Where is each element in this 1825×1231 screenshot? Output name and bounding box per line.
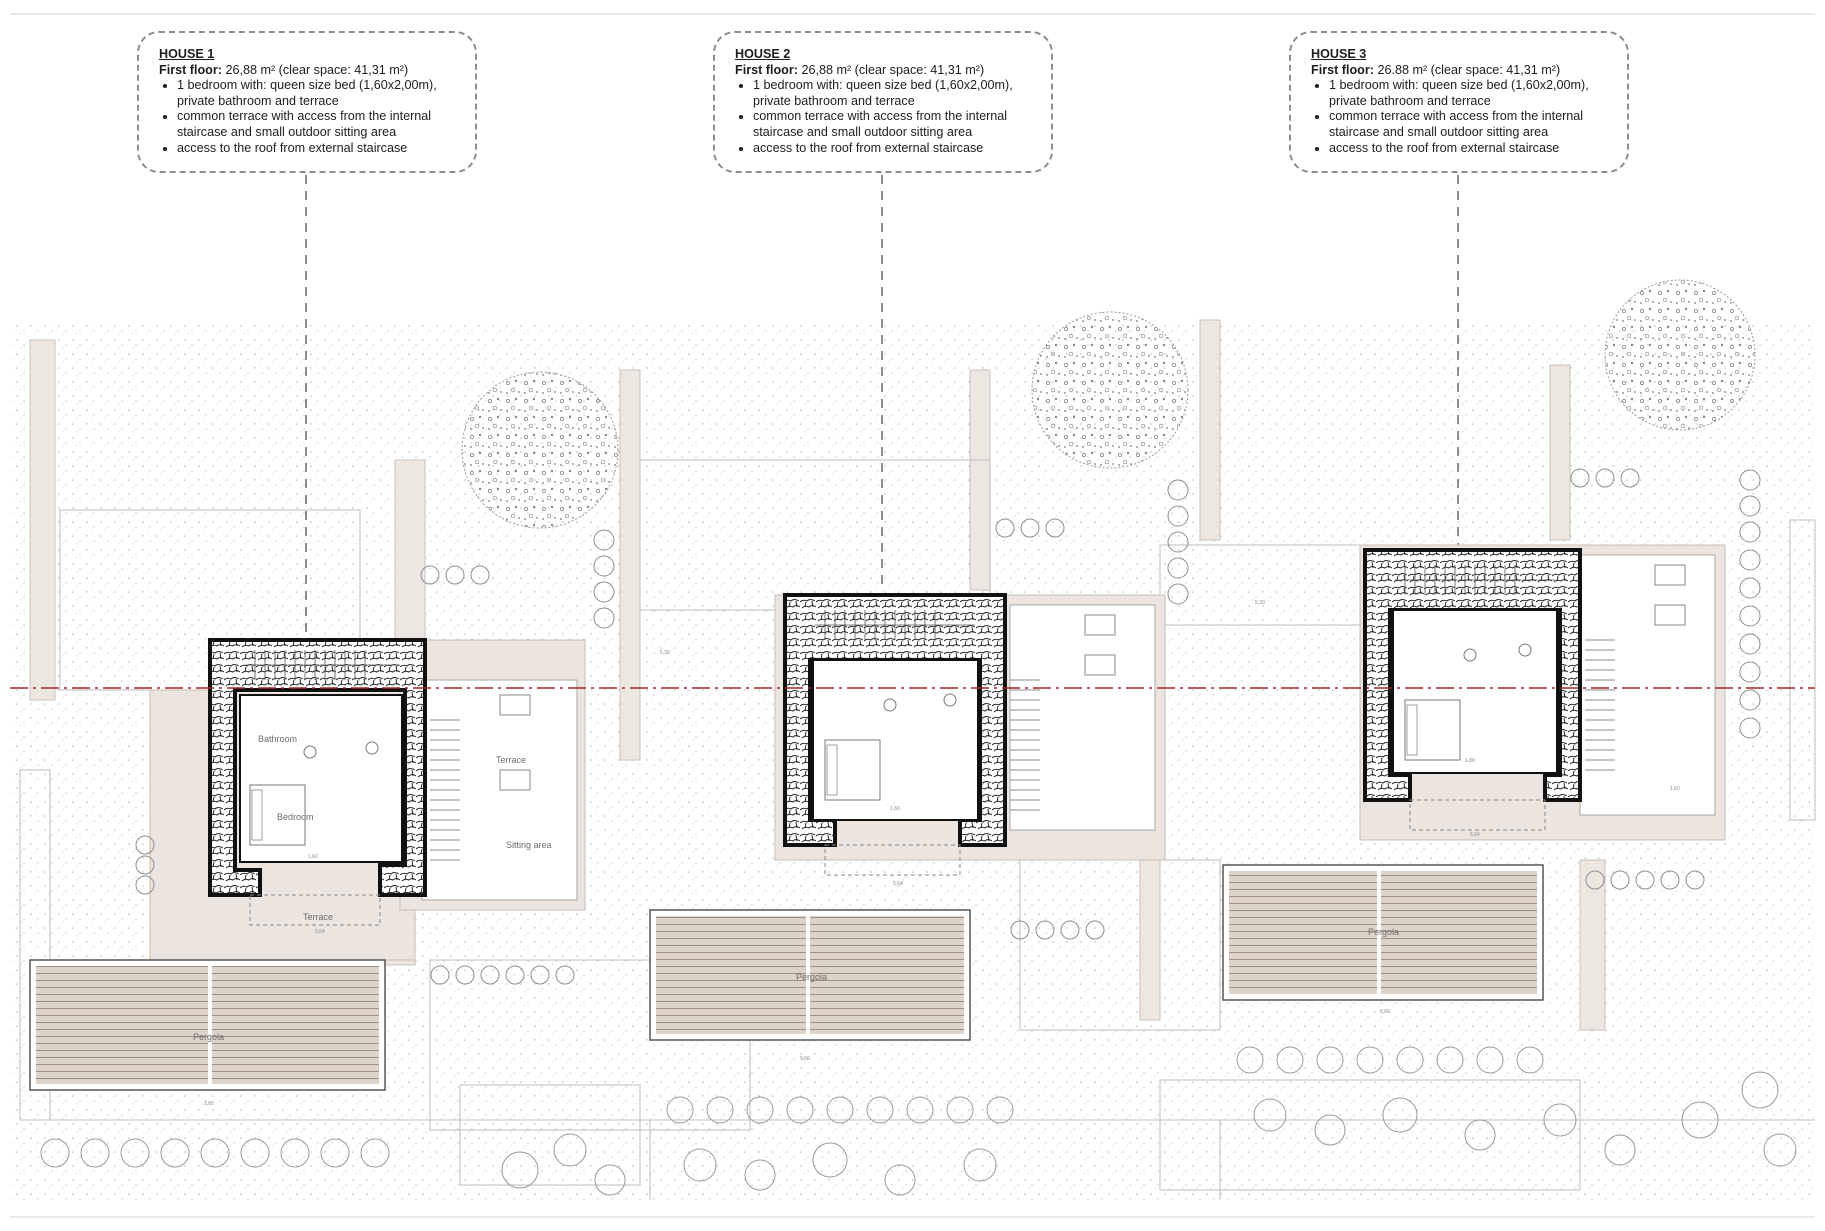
house-1-callout: HOUSE 1 First floor: 26,88 m² (clear spa… — [137, 31, 477, 173]
house-1-plan — [149, 638, 586, 961]
garden-shrubs — [40, 1046, 1797, 1196]
house-1-feature: common terrace with access from the inte… — [177, 109, 457, 140]
house-2-feature: 1 bedroom with: queen size bed (1,60x2,0… — [753, 78, 1033, 109]
dim-1-80-a: 1,80 — [204, 1101, 214, 1107]
dim-1-60-c: 1,60 — [1670, 786, 1680, 792]
hedges — [135, 468, 1761, 985]
house-1-floor-label: First floor: — [159, 62, 222, 77]
room-label-bedroom: Bedroom — [277, 812, 314, 822]
dim-1-60-b: 1,60 — [890, 806, 900, 812]
dim-1-80-b: 1,80 — [1465, 758, 1475, 764]
house-2-floor-label: First floor: — [735, 62, 798, 77]
pergola-label-1: Pergola — [193, 1032, 224, 1042]
house-3-area: 26.88 m² (clear space: 41,31 m²) — [1377, 62, 1561, 77]
dim-5-30: 5,30 — [660, 650, 670, 656]
pergola-label-2: Pergola — [796, 972, 827, 982]
house-3-feature: 1 bedroom with: queen size bed (1,60x2,0… — [1329, 78, 1609, 109]
house-2-features: 1 bedroom with: queen size bed (1,60x2,0… — [735, 78, 1033, 156]
house-2-first-floor: First floor: 26,88 m² (clear space: 41,3… — [735, 63, 1033, 79]
context-lines — [19, 459, 1816, 1200]
room-label-small-terrace: Terrace — [303, 912, 333, 922]
room-label-terrace: Terrace — [496, 755, 526, 765]
house-3-title: HOUSE 3 — [1311, 47, 1367, 61]
trees — [461, 279, 1756, 529]
house-1-feature: 1 bedroom with: queen size bed (1,60x2,0… — [177, 78, 457, 109]
pergola-label-3: Pergola — [1368, 927, 1399, 937]
house-2-feature: access to the roof from external stairca… — [753, 141, 1033, 157]
room-label-sitting-area: Sitting area — [506, 840, 552, 850]
house-2-plan — [774, 593, 1166, 876]
house-1-first-floor: First floor: 26,88 m² (clear space: 41,3… — [159, 63, 457, 79]
dim-5-64-c: 5,64 — [1470, 832, 1480, 838]
house-3-feature: common terrace with access from the inte… — [1329, 109, 1609, 140]
house-1-title: HOUSE 1 — [159, 47, 215, 61]
house-2-callout: HOUSE 2 First floor: 26,88 m² (clear spa… — [713, 31, 1053, 173]
house-2-title: HOUSE 2 — [735, 47, 791, 61]
house-3-features: 1 bedroom with: queen size bed (1,60x2,0… — [1311, 78, 1609, 156]
house-3-feature: access to the roof from external stairca… — [1329, 141, 1609, 157]
pergolas — [29, 864, 1544, 1091]
room-label-bathroom: Bathroom — [258, 734, 297, 744]
house-3-floor-label: First floor: — [1311, 62, 1374, 77]
house-1-features: 1 bedroom with: queen size bed (1,60x2,0… — [159, 78, 457, 156]
house-1-area: 26,88 m² (clear space: 41,31 m²) — [225, 62, 409, 77]
dim-1-60-a: 1,60 — [308, 854, 318, 860]
dim-9-60: 9,60 — [800, 1056, 810, 1062]
callout-leaders — [305, 175, 1459, 640]
dim-5-30-b: 5,30 — [1255, 600, 1265, 606]
house-3-callout: HOUSE 3 First floor: 26.88 m² (clear spa… — [1289, 31, 1629, 173]
house-3-plan — [1359, 544, 1726, 841]
house-2-area: 26,88 m² (clear space: 41,31 m²) — [801, 62, 985, 77]
dim-8-60: 8,60 — [1380, 1009, 1390, 1015]
house-3-first-floor: First floor: 26.88 m² (clear space: 41,3… — [1311, 63, 1609, 79]
house-1-feature: access to the roof from external stairca… — [177, 141, 457, 157]
dim-5-64-a: 5,64 — [315, 929, 325, 935]
dim-5-64-b: 5,64 — [893, 881, 903, 887]
house-2-feature: common terrace with access from the inte… — [753, 109, 1033, 140]
